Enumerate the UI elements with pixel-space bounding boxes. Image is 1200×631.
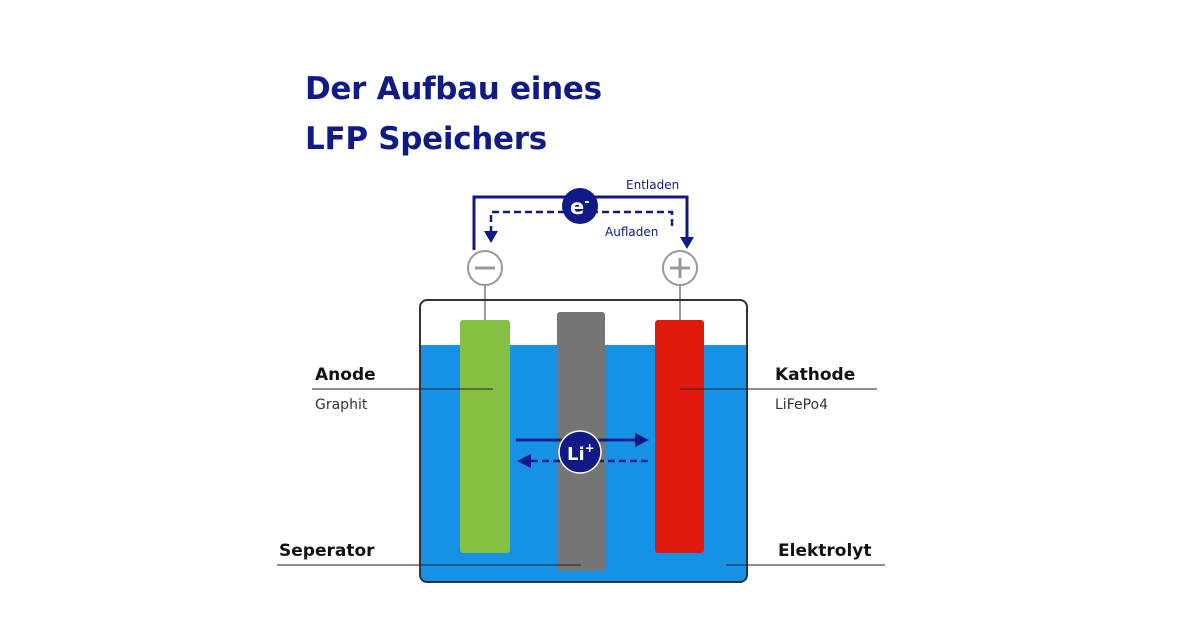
charge-label: Aufladen (605, 225, 658, 239)
lithium-ion-label: Li+ (567, 441, 595, 465)
title-line-1: Der Aufbau eines (305, 71, 602, 107)
diagram-title: Der Aufbau eines LFP Speichers (305, 64, 602, 164)
lithium-ion-badge (558, 430, 602, 474)
separator-label: Seperator (279, 541, 375, 561)
ion-discharge-arrowhead (635, 433, 649, 447)
cathode-label: Kathode (775, 365, 855, 385)
electron-symbol: e (570, 195, 584, 219)
anode-material: Graphit (315, 397, 368, 413)
anode-label: Anode (315, 365, 376, 385)
electron-charge: - (584, 195, 589, 210)
anode-electrode (460, 320, 510, 553)
cathode-material: LiFePo4 (775, 397, 828, 413)
ion-charge: + (585, 441, 595, 455)
discharge-label: Entladen (626, 178, 679, 192)
electron-label: e- (570, 195, 590, 219)
ion-symbol: Li (567, 444, 585, 465)
cathode-electrode (655, 320, 704, 553)
positive-terminal-icon (662, 250, 698, 286)
negative-terminal-icon (467, 250, 503, 286)
title-line-2: LFP Speichers (305, 121, 547, 157)
charge-arrowhead (484, 231, 498, 243)
cell-container (419, 299, 748, 583)
electron-badge (562, 188, 598, 224)
discharge-arrowhead (680, 237, 694, 249)
electrolyte-label: Elektrolyt (778, 541, 872, 561)
ion-charge-arrowhead (517, 454, 531, 468)
